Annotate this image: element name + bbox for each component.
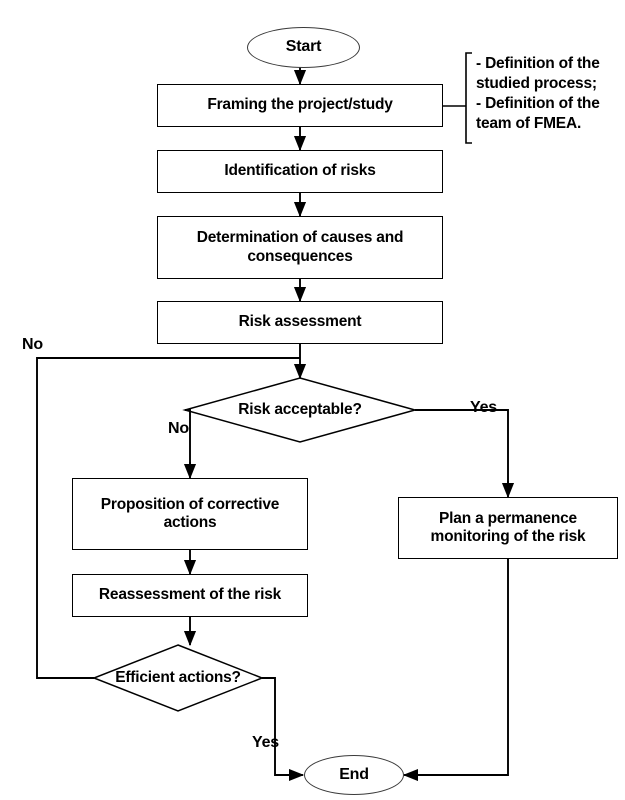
node-start[interactable]: Start xyxy=(247,27,360,68)
node-risk-acceptable-label: Risk acceptable? xyxy=(238,401,362,418)
edge-label-risk-yes: Yes xyxy=(470,399,497,416)
edge-risk-yes xyxy=(415,409,509,489)
edge-label-risk-no: No xyxy=(168,420,189,437)
node-assessment-label: Risk assessment xyxy=(238,313,362,331)
node-determination[interactable]: Determination of causes and consequences xyxy=(157,216,443,279)
node-proposition-label: Proposition of corrective actions xyxy=(100,495,280,531)
node-plan-monitoring[interactable]: Plan a permanence monitoring of the risk xyxy=(398,497,618,559)
annotation-bracket xyxy=(465,52,472,144)
node-determination-label: Determination of causes and consequences xyxy=(196,229,404,265)
node-reassessment[interactable]: Reassessment of the risk xyxy=(72,574,308,617)
node-start-label: Start xyxy=(285,38,322,56)
edge-plan-to-end xyxy=(410,558,509,776)
edge-efficient-yes xyxy=(262,677,300,776)
edge-risk-no xyxy=(185,409,191,470)
node-efficient-actions[interactable]: Efficient actions? xyxy=(94,664,262,692)
node-risk-acceptable[interactable]: Risk acceptable? xyxy=(210,396,390,424)
node-assessment[interactable]: Risk assessment xyxy=(157,301,443,344)
node-proposition[interactable]: Proposition of corrective actions xyxy=(72,478,308,550)
edge-label-efficient-yes: Yes xyxy=(252,734,279,751)
node-identification-label: Identification of risks xyxy=(224,162,376,180)
annotation-note: - Definition of the studied process; - D… xyxy=(476,55,600,133)
node-framing-label: Framing the project/study xyxy=(207,96,393,114)
node-framing[interactable]: Framing the project/study xyxy=(157,84,443,127)
node-plan-monitoring-label: Plan a permanence monitoring of the risk xyxy=(430,509,586,545)
node-reassessment-label: Reassessment of the risk xyxy=(98,586,282,604)
node-identification[interactable]: Identification of risks xyxy=(157,150,443,193)
edge-label-loop-no: No xyxy=(22,336,43,353)
node-efficient-actions-label: Efficient actions? xyxy=(115,669,241,686)
node-end-label: End xyxy=(339,765,369,783)
node-end[interactable]: End xyxy=(304,755,404,795)
